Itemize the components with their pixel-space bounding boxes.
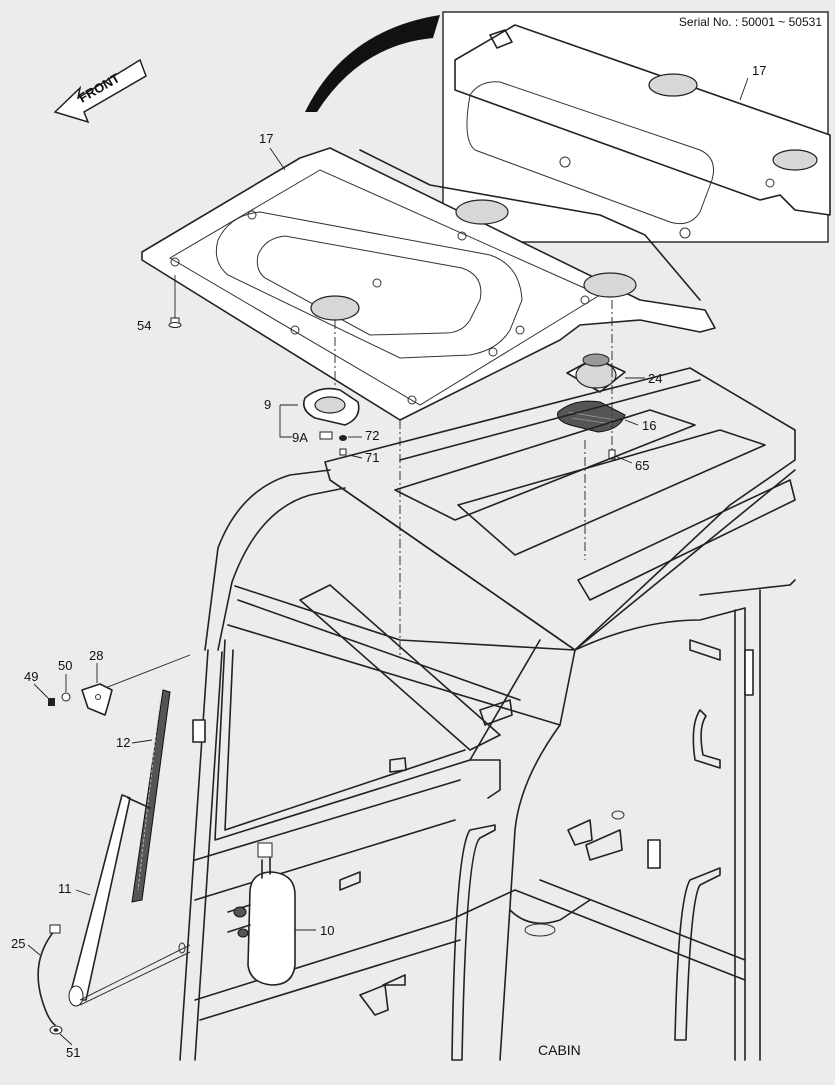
callout-24: 24 — [648, 371, 662, 386]
callout-inset-17: 17 — [752, 63, 766, 78]
dome-light-opening — [310, 295, 360, 321]
callout-16: 16 — [642, 418, 656, 433]
callout-49: 49 — [24, 669, 38, 684]
washer-50 — [61, 692, 71, 702]
bolt-49 — [48, 698, 55, 706]
callout-72: 72 — [365, 428, 379, 443]
callout-65: 65 — [635, 458, 649, 473]
screw-54 — [168, 275, 182, 328]
callout-71: 71 — [365, 450, 379, 465]
callout-9: 9 — [264, 397, 271, 412]
speaker-24 — [566, 353, 626, 393]
callout-50: 50 — [58, 658, 72, 673]
cabin-frame — [179, 367, 796, 1061]
wiper-motor-10 — [227, 842, 296, 986]
callout-11: 11 — [58, 881, 72, 896]
front-direction-arrow: FRONT — [53, 58, 147, 124]
callout-10: 10 — [320, 923, 334, 938]
callout-25: 25 — [11, 936, 25, 951]
wiper-arm-11 — [68, 794, 191, 1007]
wiper-blade-12 — [131, 689, 171, 903]
inset-pointer-arrow — [305, 15, 440, 112]
wiper-bracket-28 — [81, 683, 113, 716]
callout-54: 54 — [137, 318, 151, 333]
speaker-grille-16 — [557, 400, 626, 433]
diagram-caption: CABIN — [538, 1042, 581, 1058]
callout-28: 28 — [89, 648, 103, 663]
nut-51 — [49, 1025, 63, 1035]
headliner-panel — [141, 147, 716, 421]
callout-51: 51 — [66, 1045, 80, 1060]
dome-light-9 — [302, 320, 360, 426]
inset-serial-number: Serial No. : 50001 ~ 50531 — [679, 15, 822, 29]
callout-12: 12 — [116, 735, 130, 750]
callout-9a: 9A — [292, 430, 308, 445]
washer-hose-25 — [37, 924, 61, 1026]
inset-detail: Serial No. : 50001 ~ 50531 17 — [442, 11, 831, 243]
callout-17: 17 — [259, 131, 273, 146]
